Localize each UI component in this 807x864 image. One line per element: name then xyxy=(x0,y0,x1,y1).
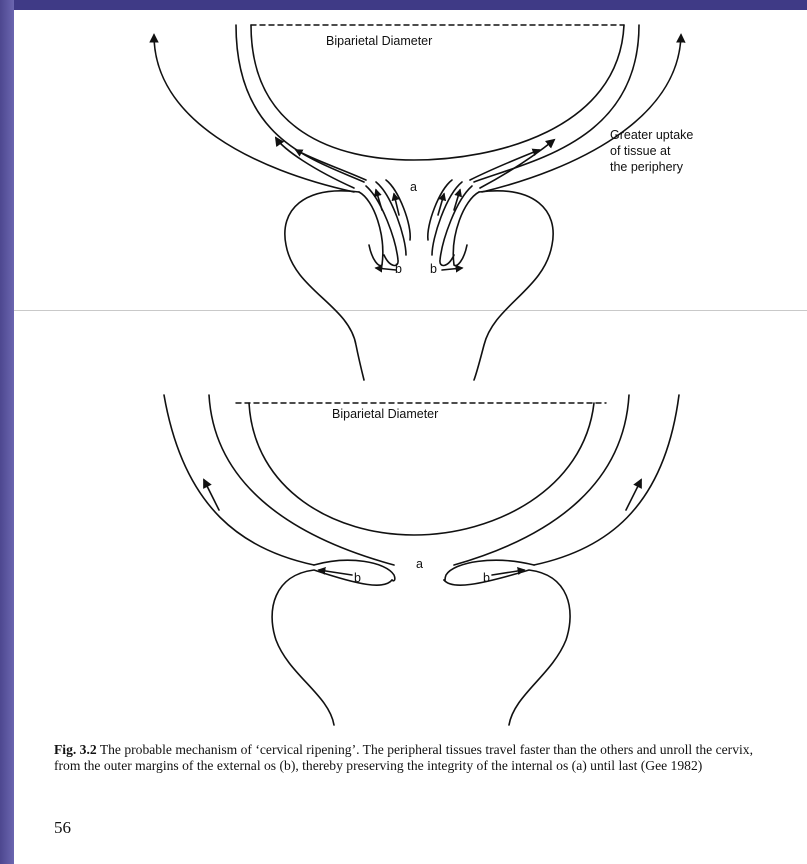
bottom-inner-membrane-right xyxy=(454,395,629,565)
cervical-ripening-diagram xyxy=(14,10,807,740)
top-tissue-arrow-left-1 xyxy=(276,138,354,188)
bottom-biparietal-label: Biparietal Diameter xyxy=(332,407,438,421)
top-periphery-note-line-2: of tissue at xyxy=(610,144,670,158)
slide-top-border xyxy=(0,0,807,10)
top-cervix-left-outer xyxy=(285,191,364,380)
top-periphery-note-line-3: the periphery xyxy=(610,160,683,174)
top-canal-fold-right-2 xyxy=(440,186,472,265)
top-internal-os-label: a xyxy=(410,180,417,194)
top-biparietal-label: Biparietal Diameter xyxy=(326,34,432,48)
top-cervix-right-outer xyxy=(474,191,553,380)
bottom-wall-arrow-right xyxy=(626,480,641,510)
top-tissue-arrow-right-2 xyxy=(470,150,539,180)
top-periphery-note-line-1: Greater uptake xyxy=(610,128,693,142)
figure-caption: Fig. 3.2 The probable mechanism of ‘cerv… xyxy=(54,742,774,773)
bottom-cervix-left xyxy=(272,570,392,725)
bottom-wall-arrow-left xyxy=(204,480,219,510)
bottom-cervix-right xyxy=(444,570,570,725)
top-diagram xyxy=(154,25,681,380)
top-canal-fold-right-3 xyxy=(432,182,462,255)
top-inner-membrane-right xyxy=(474,25,639,182)
bottom-external-os-right-label: b xyxy=(483,571,490,585)
top-external-os-arrow-left xyxy=(376,268,396,270)
top-external-os-left-label: b xyxy=(395,262,402,276)
figure-number: Fig. 3.2 xyxy=(54,742,97,757)
top-external-os-arrow-right xyxy=(442,268,462,270)
bottom-fetal-head-outline xyxy=(249,403,594,535)
top-canal-fold-right-1 xyxy=(453,192,479,266)
bottom-outer-wall-left xyxy=(164,395,314,565)
top-external-os-right-label: b xyxy=(430,262,437,276)
bottom-internal-os-label: a xyxy=(416,557,423,571)
scanned-page: Biparietal Diameter Greater uptake of ti… xyxy=(14,10,807,864)
figure-caption-text: The probable mechanism of ‘cervical ripe… xyxy=(54,742,753,773)
top-canal-fold-left-3 xyxy=(376,182,406,255)
slide-side-border xyxy=(0,0,14,864)
bottom-external-os-left-label: b xyxy=(354,571,361,585)
top-tissue-arrow-right-1 xyxy=(480,140,554,188)
page-number: 56 xyxy=(54,818,71,838)
top-fetal-head-outline xyxy=(251,25,624,160)
